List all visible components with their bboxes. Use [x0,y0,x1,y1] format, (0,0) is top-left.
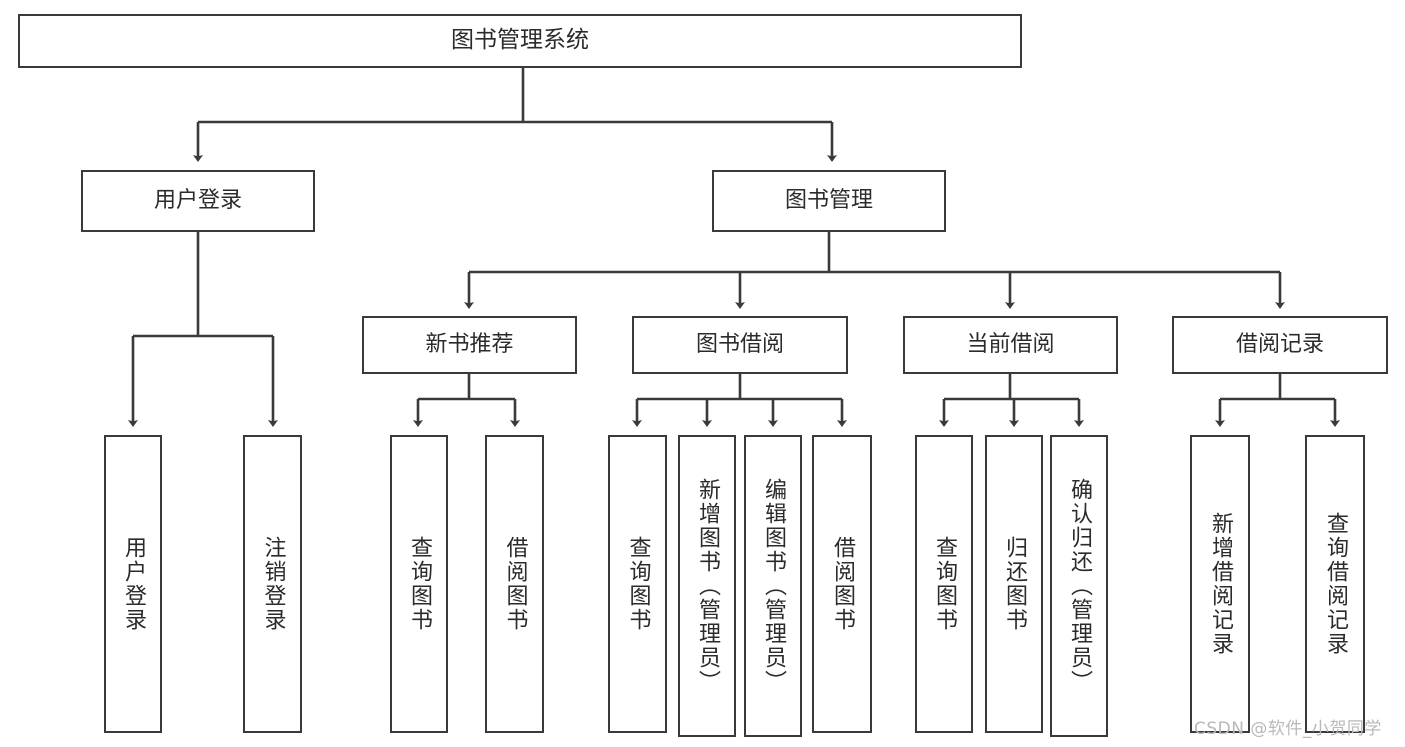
leaf-borrow-record-add-record[interactable]: 新增借阅记录 [1190,435,1250,733]
leaf-current-borrow-query-book[interactable]: 查询图书 [915,435,973,733]
leaf-book-borrow-query-book[interactable]: 查询图书 [608,435,667,733]
node-label: 查询图书 [625,536,651,632]
node-label: 用户登录 [153,188,242,214]
node-label: 确认归还（管理员） [1067,478,1092,694]
leaf-user-login-login[interactable]: 用户登录 [104,435,162,733]
node-label: 查询借阅记录 [1323,512,1348,656]
leaf-borrow-record-query-record[interactable]: 查询借阅记录 [1305,435,1365,733]
leaf-new-book-query-book[interactable]: 查询图书 [390,435,448,733]
node-new-book-recommend[interactable]: 新书推荐 [362,316,577,374]
node-label: 归还图书 [1002,536,1027,632]
node-label: 查询图书 [932,536,957,632]
node-root-book-management-system[interactable]: 图书管理系统 [18,14,1022,68]
node-label: 图书借阅 [695,332,784,358]
csdn-watermark: CSDN @软件_小贺同学 [1194,719,1382,739]
node-label: 图书管理 [784,188,873,214]
node-label: 新书推荐 [425,332,514,358]
node-label: 新增图书（管理员） [695,478,720,694]
leaf-book-borrow-borrow-book[interactable]: 借阅图书 [812,435,872,733]
node-label: 借阅图书 [830,536,855,632]
node-label: 图书管理系统 [451,27,589,54]
node-label: 新增借阅记录 [1208,512,1233,656]
leaf-book-borrow-edit-book-admin[interactable]: 编辑图书（管理员） [744,435,802,737]
leaf-current-borrow-confirm-return-admin[interactable]: 确认归还（管理员） [1050,435,1108,737]
node-label: 查询图书 [407,536,432,632]
node-book-borrow[interactable]: 图书借阅 [632,316,848,374]
node-user-login[interactable]: 用户登录 [81,170,315,232]
leaf-current-borrow-return-book[interactable]: 归还图书 [985,435,1043,733]
node-label: 借阅记录 [1235,332,1324,358]
leaf-new-book-borrow-book[interactable]: 借阅图书 [485,435,544,733]
node-borrow-record[interactable]: 借阅记录 [1172,316,1388,374]
node-book-management[interactable]: 图书管理 [712,170,946,232]
node-label: 用户登录 [121,536,146,632]
node-label: 借阅图书 [502,536,528,632]
node-current-borrow[interactable]: 当前借阅 [903,316,1118,374]
node-label: 注销登录 [260,536,286,632]
leaf-user-login-logout[interactable]: 注销登录 [243,435,302,733]
node-label: 编辑图书（管理员） [761,478,786,694]
node-label: 当前借阅 [966,332,1055,358]
leaf-book-borrow-add-book-admin[interactable]: 新增图书（管理员） [678,435,736,737]
